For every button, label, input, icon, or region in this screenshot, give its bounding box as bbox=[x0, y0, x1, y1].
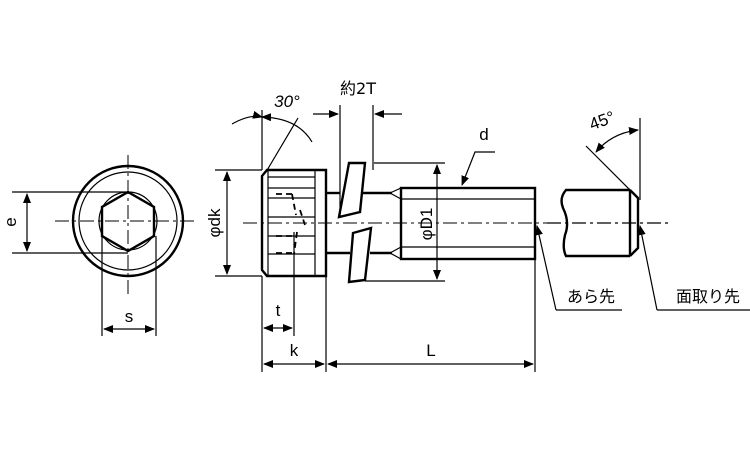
spring-washer-lower bbox=[347, 226, 373, 284]
rough-end-leader bbox=[537, 226, 622, 311]
angle-30-arc bbox=[261, 113, 313, 143]
d-leader bbox=[461, 151, 495, 186]
angle-45-arc bbox=[595, 127, 639, 153]
s-label: s bbox=[125, 307, 134, 326]
L-label: L bbox=[426, 341, 435, 360]
angle-45-label: 45° bbox=[587, 108, 618, 135]
chamfer-end-leader bbox=[640, 226, 750, 311]
screw-head bbox=[260, 168, 328, 278]
d-label: d bbox=[479, 125, 488, 144]
spring-washer-upper bbox=[337, 161, 367, 219]
rough-end-label: あら先 bbox=[567, 287, 615, 306]
dk-label: φdk bbox=[205, 208, 224, 237]
angle-30-label: 30° bbox=[274, 92, 300, 111]
socket-hidden-lines bbox=[276, 193, 306, 255]
e-label: e bbox=[1, 217, 20, 226]
k-label: k bbox=[290, 341, 299, 360]
approx-2T-label: 約2T bbox=[340, 79, 376, 98]
chamfer-detail: 45° 面取り先 bbox=[547, 108, 750, 311]
end-view: e s bbox=[1, 155, 198, 336]
head-chamfer-circle bbox=[78, 171, 178, 271]
side-view: φdk 30° 約2T d φD1 t k L あら先 bbox=[205, 79, 622, 372]
knurl-lines bbox=[268, 176, 315, 255]
t-label: t bbox=[276, 301, 281, 320]
D1-label: φD1 bbox=[417, 208, 436, 241]
chamfered-end-label: 面取り先 bbox=[676, 287, 740, 306]
chamfered-shaft bbox=[560, 188, 630, 258]
